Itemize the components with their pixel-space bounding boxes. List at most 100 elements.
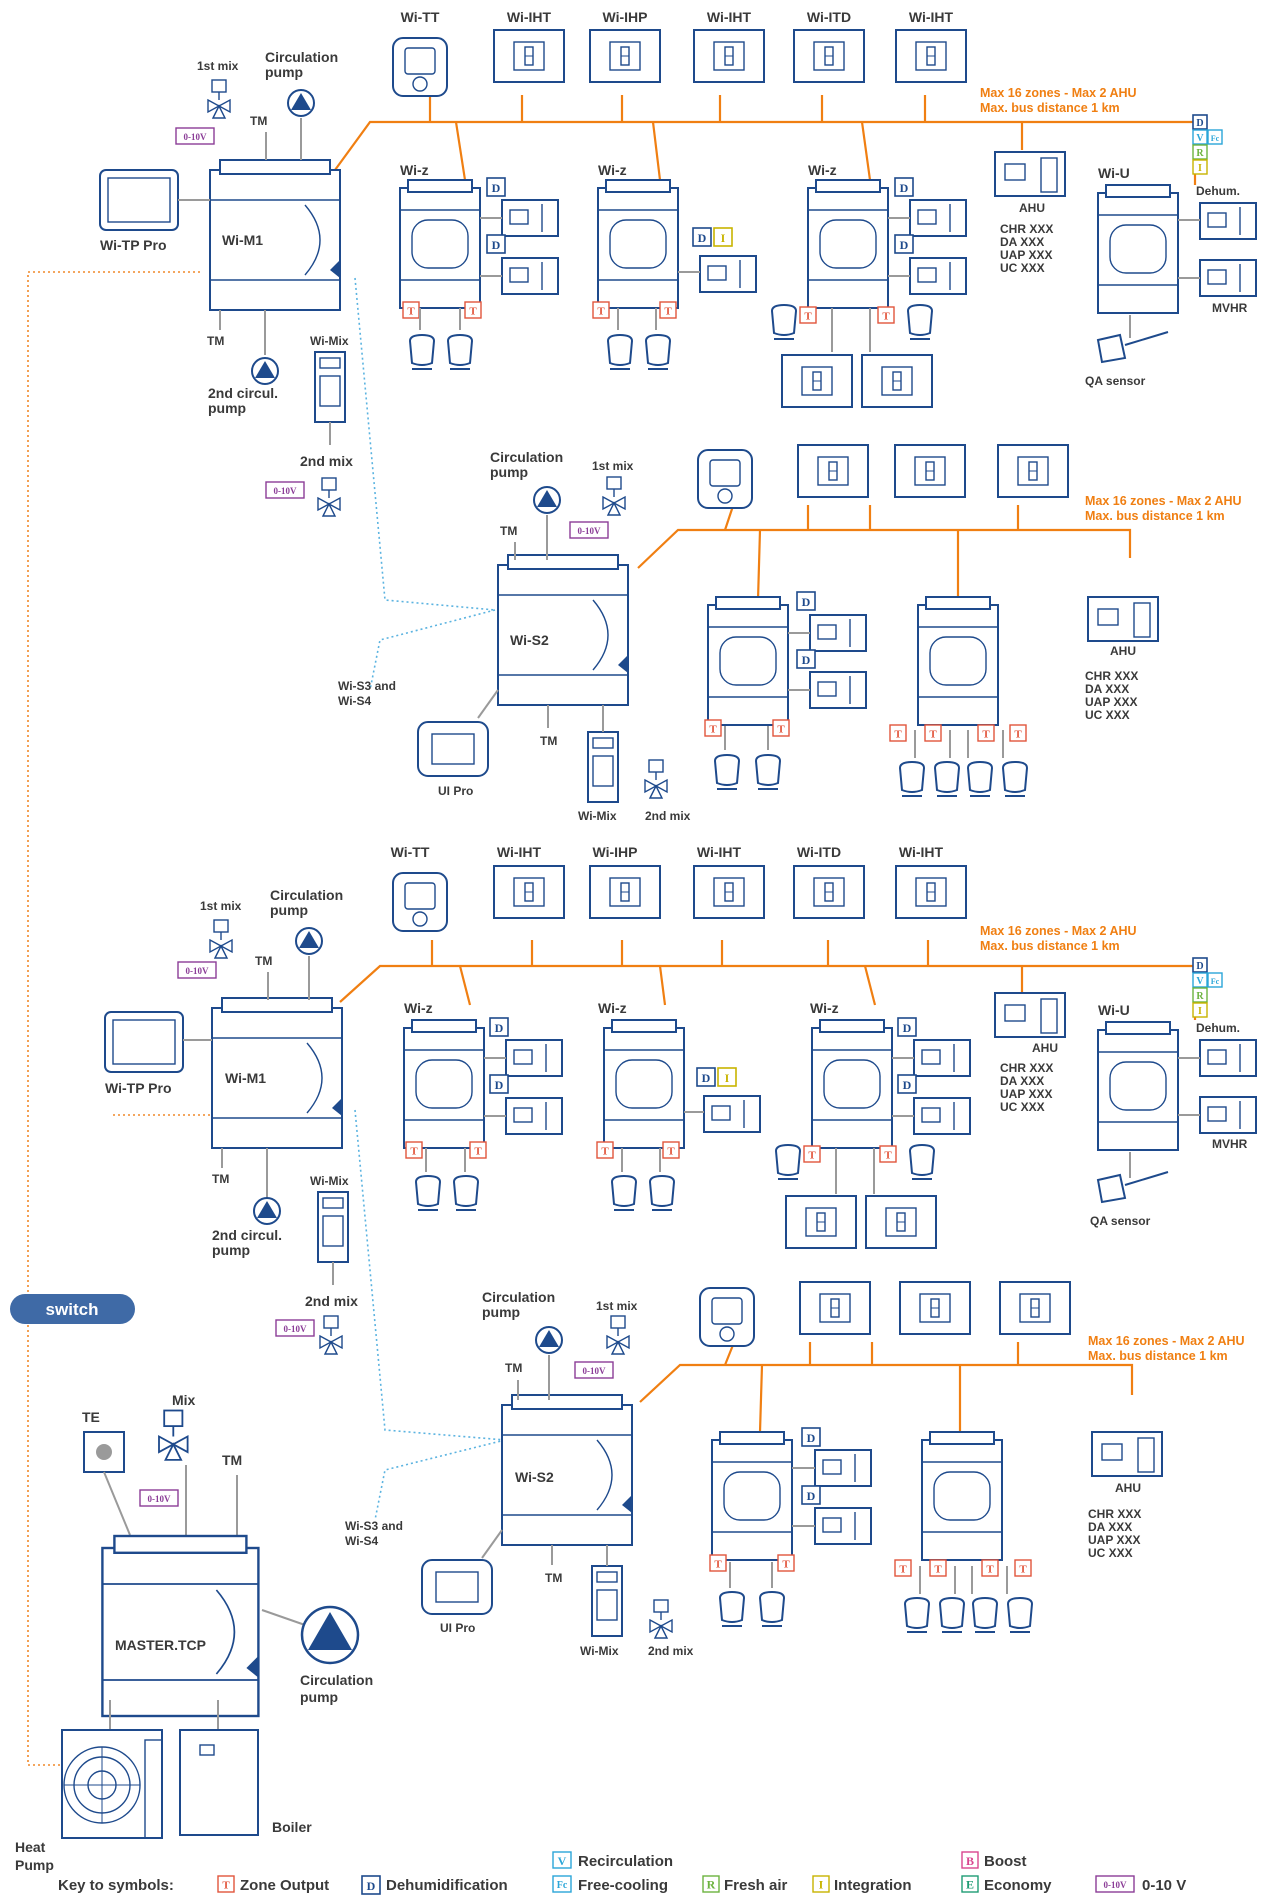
badge-zone-output (405, 1141, 423, 1159)
mix-valve (158, 1409, 189, 1461)
first-mix-valve (602, 476, 626, 516)
label-wi-tp-pro: Wi-TP Pro (100, 237, 167, 253)
first-mix-valve (606, 1315, 630, 1355)
thermostat-plate (899, 1281, 971, 1335)
ahu-mode-badges: D V Fc R I (1192, 114, 1223, 175)
thermostat-ihp (589, 865, 661, 919)
label-wi-iht: Wi-IHT (507, 9, 552, 25)
ahu-unit (1091, 1431, 1163, 1477)
badge-zone-output (879, 1145, 897, 1163)
label-qa-sensor: QA sensor (1090, 1214, 1151, 1228)
ahu-code: UAP XXX (1088, 1533, 1140, 1547)
label-heat-pump: Heat (15, 1839, 46, 1855)
badge-zone-output (894, 1559, 912, 1577)
ahu-code: DA XXX (1000, 235, 1044, 249)
thermostat-plate (781, 354, 853, 408)
svg-text:R: R (1196, 148, 1204, 159)
thermoelectric-head (755, 754, 781, 790)
svg-text:I: I (721, 231, 726, 245)
label-tm: TM (255, 954, 272, 968)
first-mix-valve (207, 79, 231, 119)
svg-text:D: D (367, 1879, 376, 1893)
label-circulation-pump: pump (300, 1689, 338, 1705)
circulation-pump (300, 1605, 360, 1665)
label-wi-iht: Wi-IHT (497, 844, 542, 860)
badge-0-10v (569, 521, 609, 539)
label-2nd-mix: 2nd mix (645, 809, 691, 823)
bus-line-2 (637, 528, 1132, 569)
ahu-mode-badges: D V Fc R I (1192, 957, 1223, 1018)
section-master-tcp: TE Mix TM MASTER.TCP Circulation pump He… (15, 1392, 373, 1873)
actuator-module (703, 1095, 761, 1133)
label-mvhr: MVHR (1212, 1137, 1248, 1151)
section-slave-1: Max 16 zones - Max 2 AHU Max. bus distan… (338, 444, 1242, 823)
badge-zone-output (929, 1559, 947, 1577)
actuator-module (505, 1039, 563, 1077)
ahu-code: UC XXX (1085, 708, 1130, 722)
label-wi-s3-s4: Wi-S4 (345, 1534, 379, 1548)
svg-text:V: V (1196, 133, 1204, 144)
label-wi-iht: Wi-IHT (909, 9, 954, 25)
thermoelectric-head (1002, 761, 1028, 797)
boiler (179, 1729, 259, 1836)
symbol-key: Key to symbols: T Zone Output D Dehumidi… (58, 1851, 1186, 1895)
ahu-unit (994, 992, 1066, 1038)
label-wi-u: Wi-U (1098, 165, 1130, 181)
key-zone-output: Zone Output (240, 1877, 329, 1894)
modbus-chain-2b (374, 1439, 506, 1521)
badge-dehumidification (801, 1427, 821, 1447)
svg-text:D: D (1196, 961, 1203, 972)
actuator-module (809, 671, 867, 709)
label-circulation-pump: Circulation (300, 1672, 373, 1688)
actuator-module (909, 257, 967, 295)
actuator-module (814, 1449, 872, 1487)
thermostat-iht (493, 29, 565, 83)
thermoelectric-head (907, 304, 933, 340)
touch-panel (99, 169, 179, 231)
badge-zone-output (402, 301, 420, 319)
bus-line-3 (339, 964, 1197, 1020)
label-wi-mix: Wi-Mix (310, 1174, 349, 1188)
key-integration: Integration (834, 1877, 912, 1894)
label-tm: TM (207, 334, 224, 348)
svg-text:E: E (966, 1878, 974, 1892)
label-circulation-pump: pump (265, 64, 303, 80)
badge-0-10v (175, 127, 215, 145)
bus-note: Max 16 zones - Max 2 AHU (980, 924, 1137, 938)
second-mix-valve (644, 759, 668, 799)
ahu-code: CHR XXX (1000, 1061, 1053, 1075)
label-wi-z: Wi-z (400, 162, 429, 178)
label-wi-m1: Wi-M1 (225, 1070, 266, 1086)
label-2nd-circul-pump: pump (208, 400, 246, 416)
bus-note: Max 16 zones - Max 2 AHU (980, 86, 1137, 100)
ahu-code: CHR XXX (1088, 1507, 1141, 1521)
svg-text:I: I (1198, 163, 1202, 174)
label-wi-s2: Wi-S2 (510, 632, 549, 648)
ahu-unit (994, 151, 1066, 197)
badge-zone-output (803, 1145, 821, 1163)
thermoelectric-head (607, 334, 633, 370)
bus-note: Max. bus distance 1 km (980, 101, 1120, 115)
thermoelectric-head (649, 1175, 675, 1211)
badge-0-10v (265, 481, 305, 499)
thermostat-plate (785, 1195, 857, 1249)
wi-mix-module (314, 351, 346, 423)
label-wi-z: Wi-z (598, 162, 627, 178)
label-2nd-mix: 2nd mix (300, 453, 353, 469)
badge-zone-output (659, 301, 677, 319)
key-fresh-air: Fresh air (724, 1877, 788, 1894)
label-wi-mix: Wi-Mix (580, 1644, 619, 1658)
label-wi-s3-s4: Wi-S3 and (345, 1519, 403, 1533)
wi-s2-controller (497, 554, 629, 706)
thermostat-iht (895, 29, 967, 83)
modbus-chain-2 (354, 1109, 506, 1441)
second-circulation-pump (251, 357, 279, 385)
svg-text:T: T (222, 1880, 230, 1892)
svg-text:Fc: Fc (1211, 134, 1220, 143)
badge-dehumidification (486, 234, 506, 254)
thermoelectric-head (714, 754, 740, 790)
key-economy: Economy (984, 1877, 1052, 1894)
label-wi-z: Wi-z (404, 1000, 433, 1016)
ahu-code: DA XXX (1085, 682, 1129, 696)
key-dehumidification: Dehumidification (386, 1877, 508, 1894)
